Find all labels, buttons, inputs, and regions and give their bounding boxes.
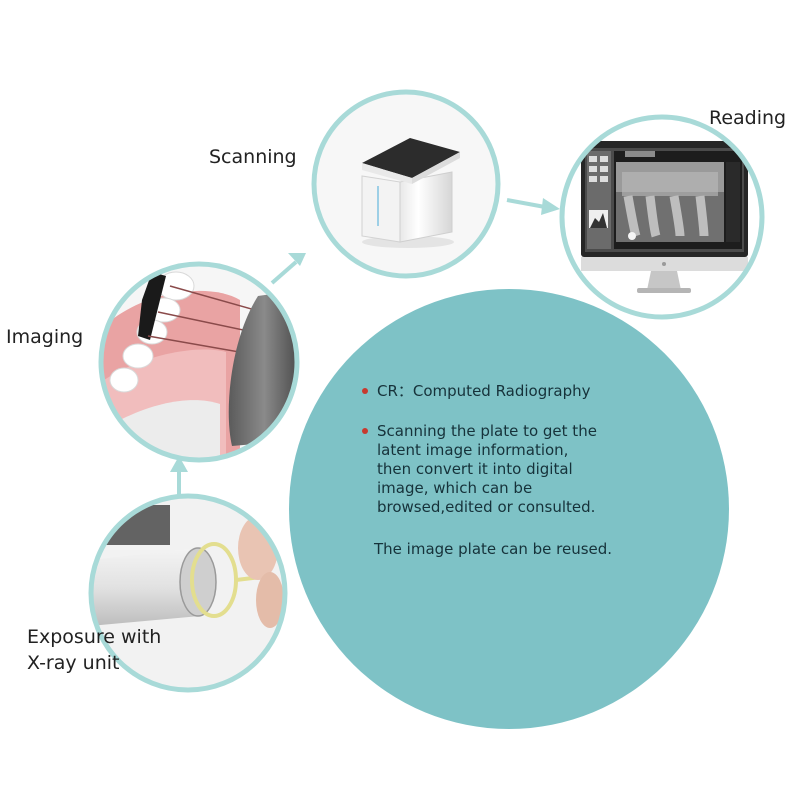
- label-exposure-line1: Exposure with: [27, 626, 162, 648]
- scanning-stage-circle: [311, 89, 501, 279]
- info-bullet-cr-text: CR：Computed Radiography: [377, 382, 591, 400]
- info-bullet-scanning: Scanning the plate to get the latent ima…: [362, 422, 597, 517]
- arrow-exposure-to-imaging: [170, 456, 188, 497]
- label-exposure-line2: X-ray unit: [27, 652, 120, 674]
- arrow-scanning-to-reading: [506, 198, 560, 215]
- info-circle: [289, 289, 729, 729]
- flow-arrows: [170, 198, 560, 497]
- info-line: latent image information,: [377, 441, 569, 459]
- monitor-xray-icon: [562, 117, 762, 317]
- label-reading: Reading: [709, 107, 787, 129]
- info-line: image, which can be: [377, 479, 533, 497]
- reading-stage-circle: [559, 114, 765, 320]
- arrow-imaging-to-scanning: [270, 253, 306, 285]
- bullet-dot-icon: [362, 388, 368, 394]
- info-note-reuse: The image plate can be reused.: [374, 540, 613, 558]
- info-line: then convert it into digital: [377, 460, 573, 478]
- info-bullet-scanning-text: Scanning the plate to get the latent ima…: [377, 422, 597, 517]
- info-line: browsed,edited or consulted.: [377, 498, 596, 516]
- label-scanning: Scanning: [209, 146, 297, 168]
- cr-scanner-icon: [314, 92, 498, 276]
- info-bullet-cr: CR：Computed Radiography: [362, 382, 591, 401]
- info-line: Scanning the plate to get the: [377, 422, 597, 440]
- xray-tube-icon: [91, 496, 285, 690]
- exposure-stage-circle: [88, 493, 288, 693]
- label-imaging: Imaging: [6, 326, 84, 348]
- imaging-stage-circle: [98, 261, 300, 463]
- bullet-dot-icon: [362, 428, 368, 434]
